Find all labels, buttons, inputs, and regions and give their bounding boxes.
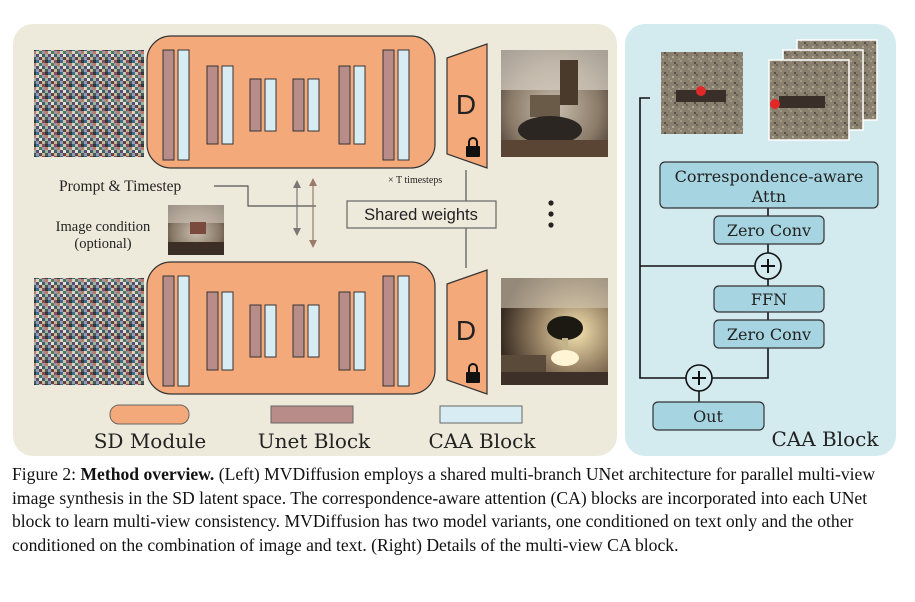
add-icon bbox=[754, 252, 782, 280]
lock-icon bbox=[466, 363, 480, 383]
unet-block bbox=[292, 78, 305, 132]
caa-block bbox=[264, 78, 277, 132]
unet-block bbox=[206, 291, 219, 371]
unet-block bbox=[162, 275, 175, 387]
noise-image-top bbox=[34, 50, 144, 157]
double-arrow-icon bbox=[293, 180, 301, 236]
correspondence-attn-box bbox=[659, 161, 879, 209]
vertical-ellipsis-icon bbox=[548, 200, 554, 228]
correspondence-attn-label: Correspondence-aware bbox=[675, 167, 864, 186]
unet-block bbox=[338, 291, 351, 371]
legend-swatch-unet-block bbox=[270, 405, 354, 424]
noise-image-bottom bbox=[34, 278, 144, 385]
add-icon bbox=[685, 364, 713, 392]
unet-block bbox=[292, 304, 305, 358]
caa-block bbox=[221, 65, 234, 145]
legend-caa-block: CAA Block bbox=[428, 429, 536, 453]
caa-block bbox=[177, 49, 190, 161]
caption-prefix: Figure 2: bbox=[12, 464, 77, 484]
timesteps-note: × T timesteps bbox=[388, 175, 442, 186]
caa-input-image-stack bbox=[768, 39, 878, 141]
shared-weights-label: Shared weights bbox=[364, 206, 478, 224]
unet-block bbox=[382, 275, 395, 387]
caa-input-image-single bbox=[661, 52, 743, 134]
caa-block bbox=[264, 304, 277, 358]
zero-conv-top-box bbox=[713, 215, 825, 245]
out-box bbox=[652, 401, 765, 431]
unet-block bbox=[382, 49, 395, 161]
image-condition-label: Image condition bbox=[56, 219, 151, 235]
legend-unet-block: Unet Block bbox=[258, 429, 371, 453]
unet-stack-top bbox=[162, 49, 410, 161]
out-label: Out bbox=[693, 407, 723, 426]
decoder-top bbox=[446, 43, 488, 169]
lock-icon bbox=[466, 137, 480, 157]
decoder-top-letter: D bbox=[456, 89, 476, 120]
caa-block bbox=[353, 291, 366, 371]
legend-swatch-sd-module bbox=[109, 404, 190, 425]
unet-block bbox=[249, 78, 262, 132]
caa-block-panel-title: CAA Block bbox=[771, 427, 879, 451]
legend-sd-module: SD Module bbox=[94, 429, 207, 453]
caption-bold-title: Method overview. bbox=[80, 464, 215, 484]
unet-block bbox=[338, 65, 351, 145]
caption-text: (Left) MVDiffusion employs a shared mult… bbox=[12, 464, 876, 555]
caa-flow-lines bbox=[639, 97, 769, 402]
caa-block bbox=[177, 275, 190, 387]
caa-block bbox=[353, 65, 366, 145]
caa-block bbox=[221, 291, 234, 371]
shared-weights-box bbox=[346, 200, 497, 229]
image-condition-thumbnail bbox=[168, 205, 224, 255]
figure-caption: Figure 2: Method overview. (Left) MVDiff… bbox=[12, 463, 907, 557]
caa-block bbox=[397, 49, 410, 161]
decoder-bottom bbox=[446, 269, 488, 395]
caa-block bbox=[307, 304, 320, 358]
legend-swatch-caa-block bbox=[439, 405, 523, 424]
double-arrow-icon bbox=[309, 178, 317, 248]
image-condition-optional-label: (optional) bbox=[74, 236, 131, 252]
zero-conv-top-label: Zero Conv bbox=[727, 221, 811, 240]
method-overview-figure: D D Prompt & Timestep Image condition (o… bbox=[13, 24, 896, 456]
ffn-box bbox=[713, 285, 825, 313]
zero-conv-bottom-box bbox=[713, 319, 825, 349]
prompt-timestep-label: Prompt & Timestep bbox=[59, 178, 182, 195]
prompt-connectors bbox=[214, 185, 316, 207]
unet-stack-bottom bbox=[162, 275, 410, 387]
output-image-top bbox=[501, 50, 608, 157]
correspondence-attn-label-line2: Attn bbox=[751, 187, 786, 206]
unet-block bbox=[162, 49, 175, 161]
unet-block bbox=[249, 304, 262, 358]
output-image-bottom bbox=[501, 278, 608, 385]
ffn-label: FFN bbox=[751, 290, 787, 309]
decoder-bottom-letter: D bbox=[456, 315, 476, 346]
unet-block bbox=[206, 65, 219, 145]
zero-conv-bottom-label: Zero Conv bbox=[727, 325, 811, 344]
caa-block bbox=[307, 78, 320, 132]
caa-block bbox=[397, 275, 410, 387]
